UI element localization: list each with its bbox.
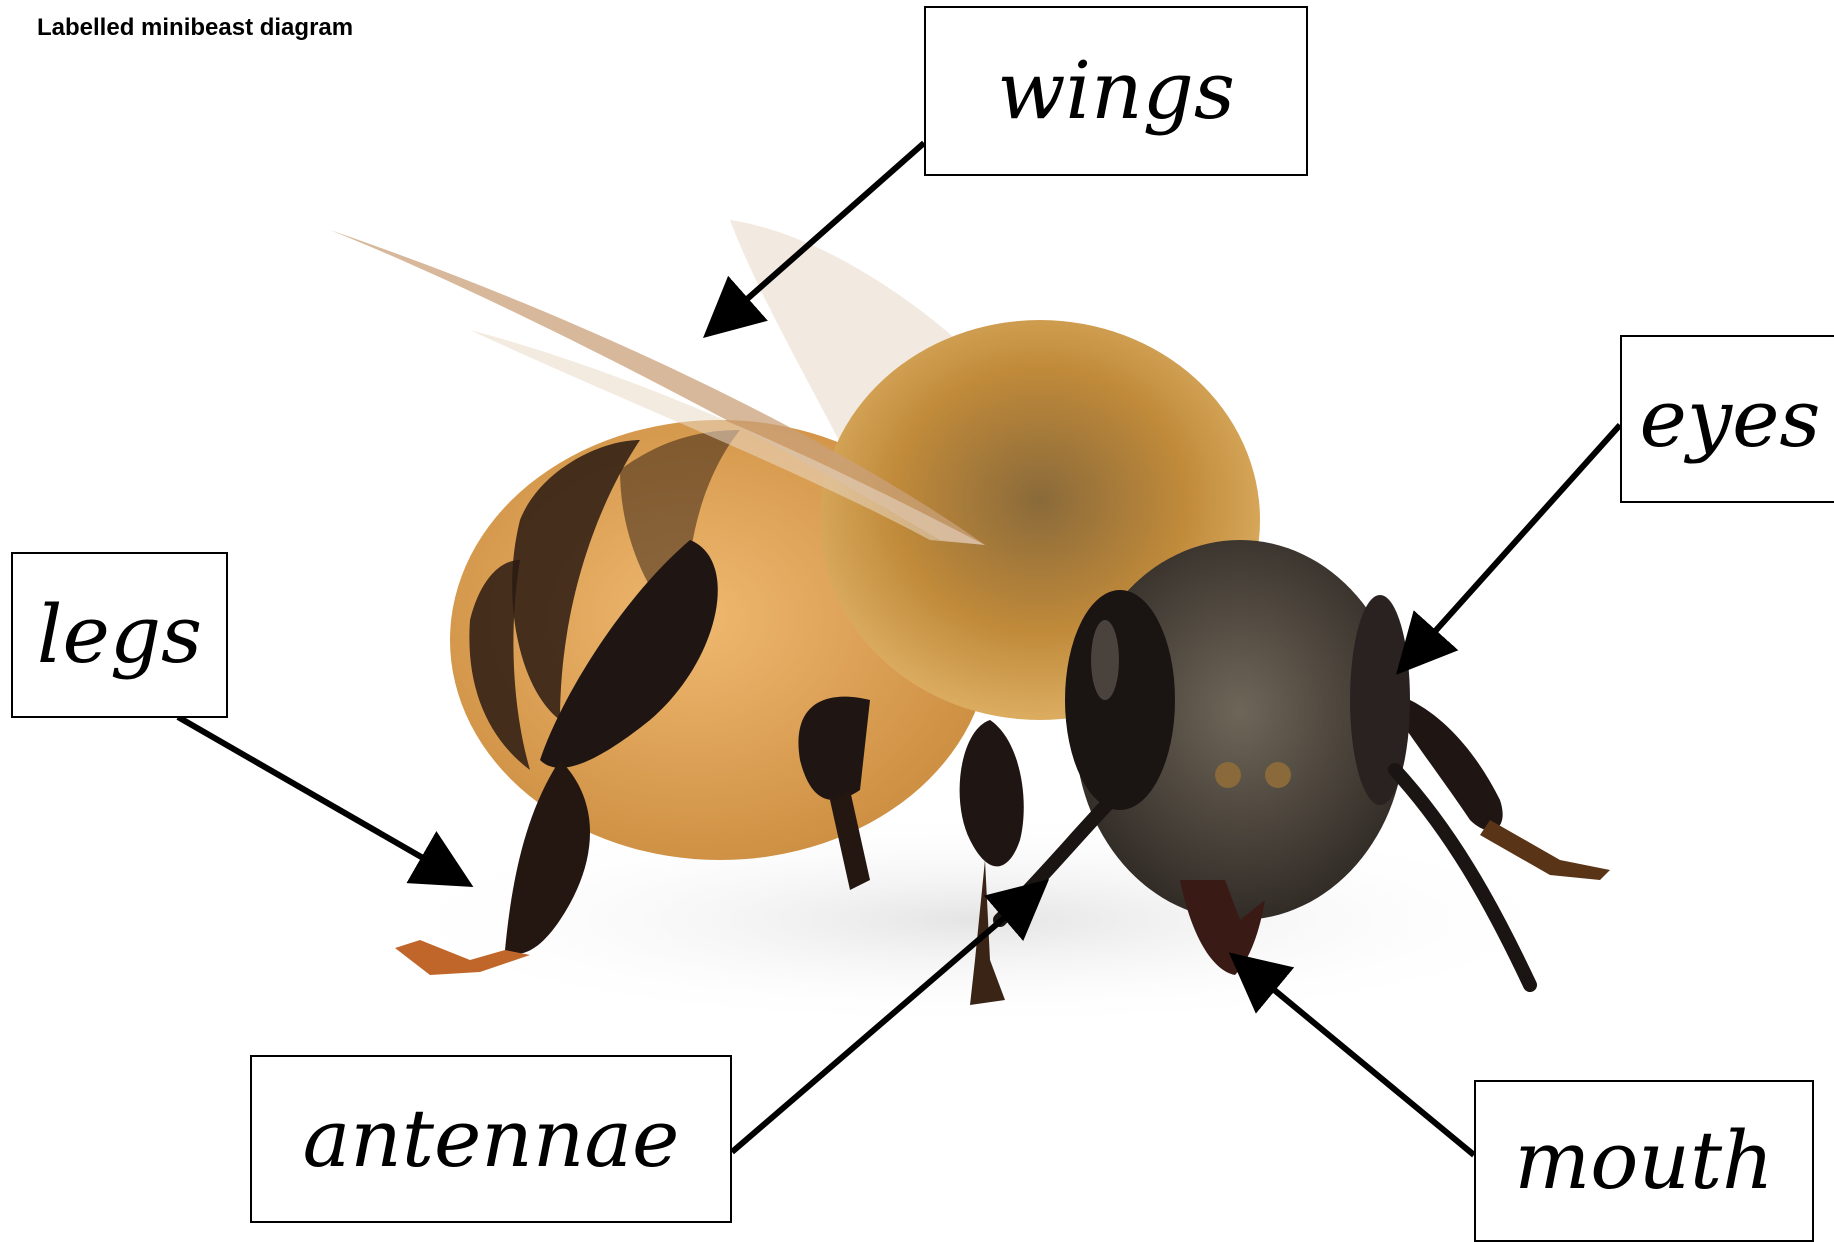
eyes-label: eyes — [1640, 379, 1821, 459]
compound-eye-left — [1065, 590, 1175, 810]
wings-label: wings — [997, 51, 1235, 131]
antennae-label-box: antennae — [250, 1055, 732, 1223]
legs-label-box: legs — [11, 552, 228, 718]
mouth-label-box: mouth — [1474, 1080, 1814, 1242]
eyes-label-box: eyes — [1620, 335, 1834, 503]
antennae-label: antennae — [303, 1099, 680, 1179]
legs-label: legs — [37, 595, 202, 675]
wings-label-box: wings — [924, 6, 1308, 176]
mouth-label: mouth — [1514, 1121, 1773, 1201]
